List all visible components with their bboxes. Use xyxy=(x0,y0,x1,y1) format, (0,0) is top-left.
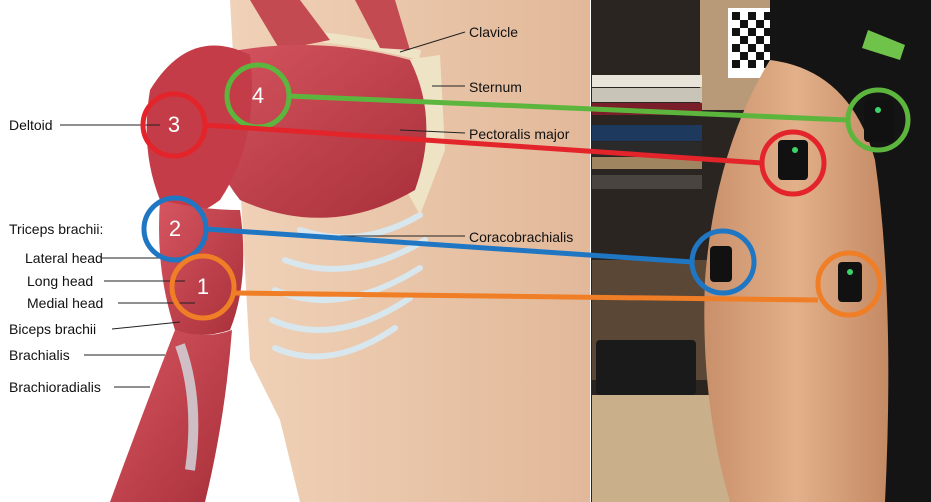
label-brachioradialis: Brachioradialis xyxy=(9,379,101,395)
label-sternum: Sternum xyxy=(469,79,522,95)
label-triceps-brachii: Triceps brachii: xyxy=(9,221,103,237)
sensor-1-device xyxy=(838,262,862,302)
label-long-head: Long head xyxy=(27,273,93,289)
marker-number-1: 1 xyxy=(188,275,218,299)
label-medial-head: Medial head xyxy=(27,295,103,311)
label-brachialis: Brachialis xyxy=(9,347,70,363)
label-deltoid: Deltoid xyxy=(9,117,53,133)
marker-number-3: 3 xyxy=(159,113,189,137)
label-coracobrachialis: Coracobrachialis xyxy=(469,229,573,245)
marker-number-2: 2 xyxy=(160,217,190,241)
label-lateral-head: Lateral head xyxy=(25,250,103,266)
forearm-shape xyxy=(110,330,232,502)
label-biceps-brachii: Biceps brachii xyxy=(9,321,96,337)
sensor-4-device xyxy=(864,100,894,142)
label-clavicle: Clavicle xyxy=(469,24,518,40)
label-pectoralis-major: Pectoralis major xyxy=(469,126,569,142)
sensor-2-device xyxy=(710,246,732,282)
photo xyxy=(591,0,931,502)
sensor-3-device xyxy=(778,140,808,180)
marker-number-4: 4 xyxy=(243,84,273,108)
router xyxy=(596,340,696,395)
